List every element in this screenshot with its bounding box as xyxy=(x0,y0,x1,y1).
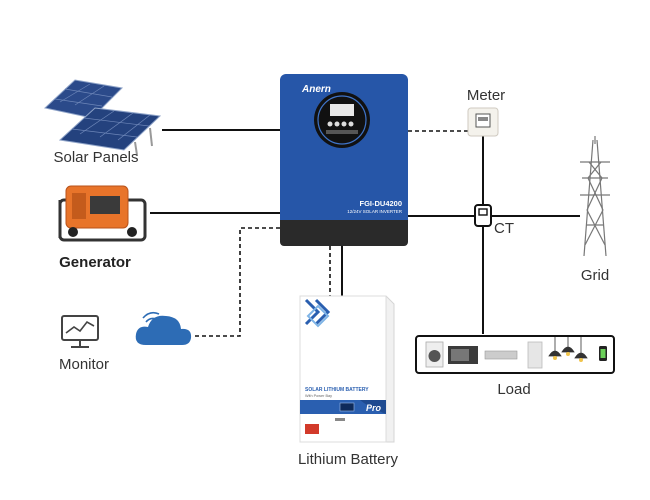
battery-badge: Pro xyxy=(366,403,382,413)
wires xyxy=(150,129,580,334)
label-solar-panels: Solar Panels xyxy=(53,149,138,166)
data-links xyxy=(192,130,468,337)
link-monitor xyxy=(192,227,280,337)
appliance-icons xyxy=(425,337,607,369)
label-grid: Grid xyxy=(581,267,609,284)
generator-icon xyxy=(58,185,147,242)
label-lithium-battery: Lithium Battery xyxy=(298,451,399,468)
label-generator: Generator xyxy=(59,254,131,271)
battery-subtitle: With Power Bay xyxy=(305,394,332,398)
ct-clamp-icon xyxy=(474,204,492,227)
inverter-brand: Anern xyxy=(301,84,331,95)
meter-icon xyxy=(467,107,499,137)
label-ct: CT xyxy=(494,220,514,237)
inverter-subtitle: 12/24V SOLAR INVERTER xyxy=(347,209,402,214)
label-monitor: Monitor xyxy=(59,356,109,373)
inverter-icon xyxy=(280,74,408,246)
label-load: Load xyxy=(497,381,530,398)
cloud-icon xyxy=(135,311,192,345)
battery-title: SOLAR LITHIUM BATTERY xyxy=(305,387,369,393)
transmission-tower-icon xyxy=(580,136,610,257)
monitor-icon xyxy=(61,315,99,348)
inverter-model: FGI-DU4200 xyxy=(359,199,402,208)
solar-panel-icon xyxy=(43,79,162,156)
battery-icon xyxy=(299,295,395,443)
label-meter: Meter xyxy=(467,87,505,104)
